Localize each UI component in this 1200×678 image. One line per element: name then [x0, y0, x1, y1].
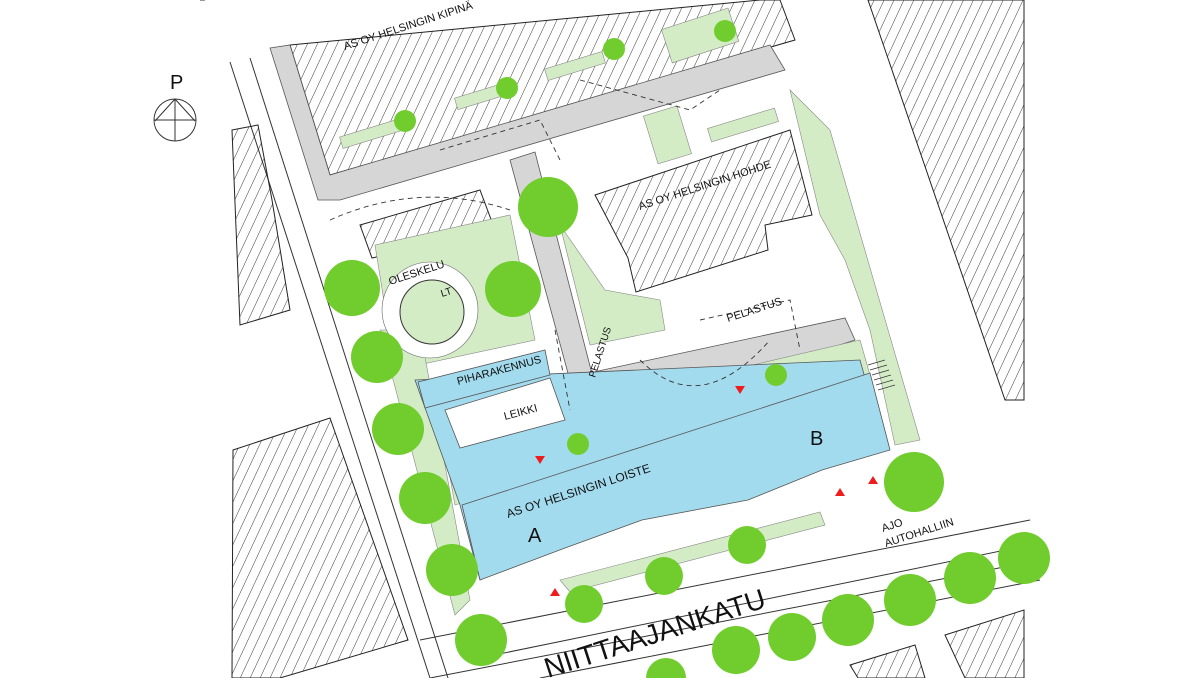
trees	[324, 20, 1050, 678]
label-stair-b: B	[810, 428, 823, 450]
tree-4	[714, 20, 736, 42]
tree-9	[372, 403, 424, 455]
tree-6	[324, 260, 380, 316]
tree-25	[998, 532, 1050, 584]
lawn-garden-2	[707, 107, 779, 143]
building-bottom-right-2	[849, 644, 926, 678]
entrance-marker-2	[735, 386, 745, 394]
tree-16	[565, 585, 603, 623]
building-left-bottom	[231, 417, 409, 678]
tree-1	[394, 110, 416, 132]
oleskelu-area	[381, 261, 479, 359]
label-pelastus-2: PELASTUS	[725, 296, 783, 325]
tree-14	[765, 364, 787, 386]
lawn-east	[789, 89, 921, 446]
tree-18	[728, 526, 766, 564]
tree-19	[646, 658, 686, 678]
building-piharakennus	[417, 349, 551, 409]
fire-lane-dashes	[329, 79, 801, 411]
label-stair-a: A	[528, 525, 542, 547]
tree-15	[884, 452, 944, 512]
tree-7	[485, 261, 541, 317]
stairs-east	[867, 359, 896, 391]
building-hohde	[594, 129, 813, 293]
entrance-markers	[535, 386, 878, 596]
entrance-marker-4	[868, 476, 878, 484]
tree-17	[645, 557, 683, 595]
tree-12	[455, 614, 507, 666]
label-lt: LT	[440, 286, 454, 300]
tree-8	[351, 331, 403, 383]
tree-20	[712, 626, 760, 674]
tree-24	[944, 552, 996, 604]
lawn-hohde-west	[559, 224, 666, 346]
tree-11	[426, 544, 478, 596]
loiste-main	[461, 372, 891, 581]
tree-23	[884, 574, 936, 626]
tree-22	[822, 594, 874, 646]
tree-13	[567, 433, 589, 455]
lawn-kipina-3	[544, 51, 606, 81]
tree-2	[496, 77, 518, 99]
entrance-marker-5	[550, 588, 560, 596]
lawn-garden-1	[643, 105, 692, 165]
tree-21	[768, 613, 816, 661]
area-leikki	[444, 377, 566, 449]
building-right	[867, 0, 1025, 401]
entrance-marker-1	[535, 456, 545, 464]
walkway-north	[269, 44, 786, 201]
north-arrow-icon	[153, 98, 197, 142]
tree-10	[399, 472, 451, 524]
north-label: P	[170, 72, 184, 94]
building-loiste	[414, 359, 891, 581]
tree-3	[603, 38, 625, 60]
building-left-top	[231, 124, 291, 326]
entrance-marker-3	[835, 488, 845, 496]
tree-5	[518, 177, 578, 237]
building-bottom-right-1	[944, 609, 1025, 678]
